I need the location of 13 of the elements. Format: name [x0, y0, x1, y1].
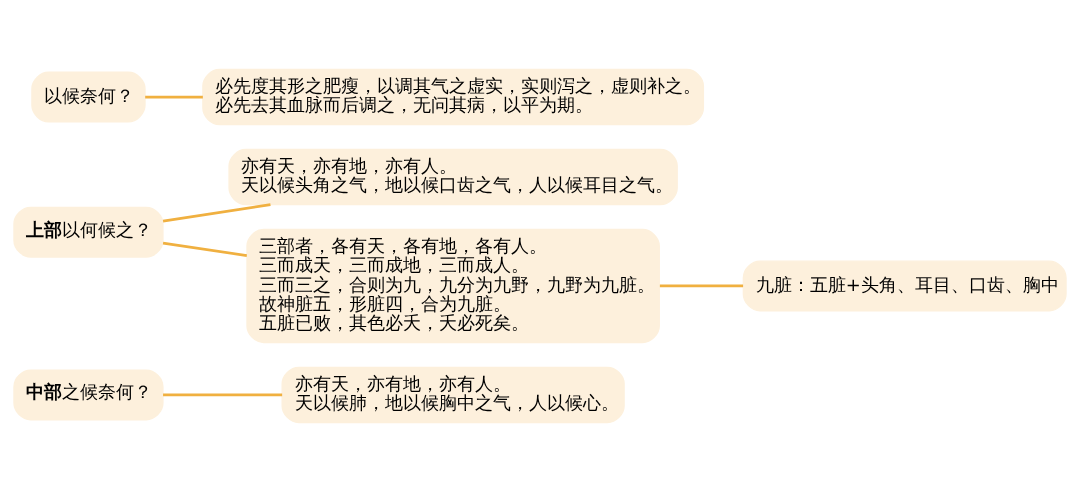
node-box: 上部以何候之？ [13, 206, 164, 258]
connector [162, 241, 247, 257]
node-box: 中部之候奈何？ [13, 368, 164, 420]
node-box: 三部者，各有天，各有地，各有人。 三而成天，三而成地，三而成人。 三而三之，合则为九，九分为九野，九野为九脏。 故神脏五，形脏四，合为九脏。 五脏已败，其色必夭，夭必死矣。 [246, 228, 660, 343]
node-box: 以候奈何？ [31, 71, 146, 123]
node-box: 必先度其形之肥瘦，以调其气之虚实，实则泻之，虚则补之。 必先去其血脉而后调之，无问其病，以平为期。 [202, 68, 705, 125]
node-box: 亦有天，亦有地，亦有人。 天以候肺，地以候胸中之气，人以候心。 [281, 366, 625, 423]
node-box: 九脏：五脏+头角、耳目、口齿、胸中 [742, 260, 1067, 311]
connector [163, 393, 283, 396]
connector [659, 284, 744, 287]
node-box: 亦有天，亦有地，亦有人。 天以候头角之气，地以候口齿之气，人以候耳目之气。 [228, 148, 678, 205]
connector [162, 202, 271, 222]
connector [145, 95, 203, 98]
